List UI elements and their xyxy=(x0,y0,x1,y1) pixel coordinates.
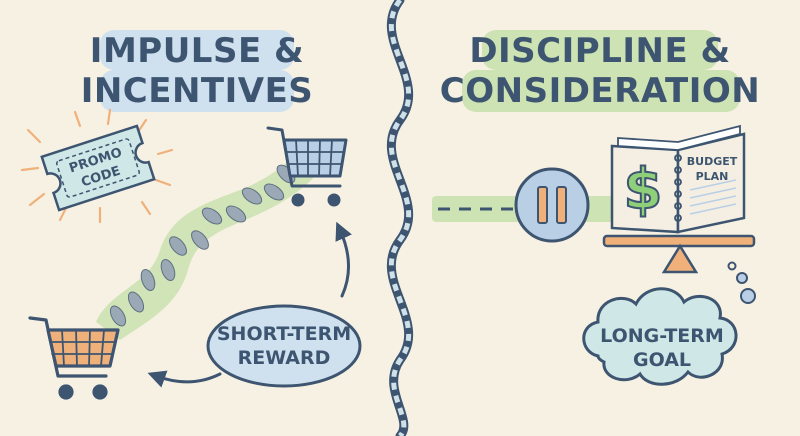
pause-icon xyxy=(514,167,590,243)
promo-ticket-icon: PROMO CODE xyxy=(20,108,174,224)
reward-label-line2: REWARD xyxy=(238,347,331,369)
right-title-line1: DISCIPLINE & xyxy=(469,31,730,71)
budget-book-icon: $ BUDGET PLAN xyxy=(610,124,746,234)
right-title: DISCIPLINE & CONSIDERATION xyxy=(440,30,760,112)
reward-label-line1: SHORT-TERM xyxy=(217,323,351,345)
shopping-cart-icon xyxy=(28,316,120,400)
curved-arrow-icon xyxy=(335,221,352,298)
short-term-reward-bubble: SHORT-TERM REWARD xyxy=(206,304,362,388)
svg-text:$: $ xyxy=(624,157,663,222)
center-divider xyxy=(386,0,414,436)
left-title: IMPULSE & INCENTIVES xyxy=(81,30,314,112)
book-label-line1: BUDGET xyxy=(687,155,738,168)
shopping-cart-icon xyxy=(266,126,348,207)
curved-arrow-icon xyxy=(147,370,222,388)
balance-scale-icon xyxy=(602,234,756,274)
left-title-line2: INCENTIVES xyxy=(81,71,314,111)
book-label-line2: PLAN xyxy=(696,170,729,183)
thought-cloud-icon: LONG-TERM GOAL xyxy=(582,261,756,386)
goal-label-line2: GOAL xyxy=(633,349,691,371)
right-title-line2: CONSIDERATION xyxy=(440,71,760,111)
goal-label-line1: LONG-TERM xyxy=(600,325,724,347)
left-title-line1: IMPULSE & xyxy=(90,31,304,71)
dollar-sign-icon: $ xyxy=(623,156,664,223)
footprints-icon xyxy=(96,150,322,340)
